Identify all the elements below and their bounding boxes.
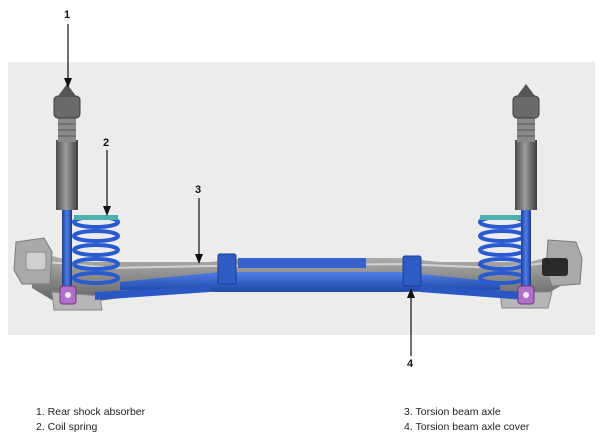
leader-lines [64,24,415,356]
callout-4: 4 [407,358,414,370]
shock-absorber-right [512,84,540,305]
spring-seat-right [480,215,524,220]
legend-item-rear-shock-absorber: 1. Rear shock absorber [36,406,146,418]
spring-seat-left [74,215,118,220]
legend-item-coil-spring: 2. Coil spring [36,421,98,433]
callout-3: 3 [195,184,202,196]
shock-absorber-left [53,84,81,305]
legend-item-torsion-beam-axle-cover: 4. Torsion beam axle cover [404,421,530,433]
coil-spring-left [72,215,120,285]
torsion-beam-axle-cover [95,253,525,300]
legend-right: 3. Torsion beam axle 4. Torsion beam axl… [404,405,529,435]
callout-1: 1 [64,9,71,21]
legend-item-torsion-beam-axle: 3. Torsion beam axle [404,406,501,418]
legend-left: 1. Rear shock absorber 2. Coil spring [36,405,145,435]
callout-2: 2 [103,137,110,149]
